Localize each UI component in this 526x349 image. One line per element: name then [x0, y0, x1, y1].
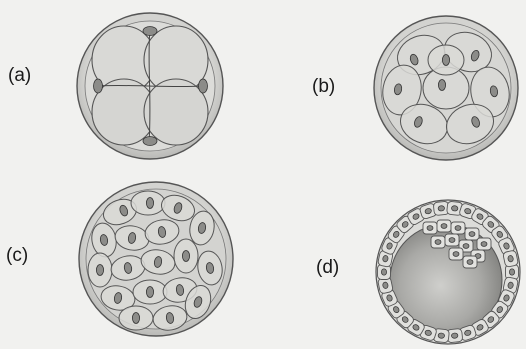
panel-c-morula — [79, 182, 233, 336]
panel-c-cell-2 — [131, 191, 165, 215]
panel-c-cell-9 — [88, 253, 112, 287]
panel-label-b: (b) — [312, 77, 335, 96]
panel-d-icm-cell — [451, 222, 465, 234]
panel-label-a: (a) — [8, 66, 31, 85]
panel-b-cell-8 — [428, 45, 464, 75]
panel-d-icm-cell — [423, 222, 437, 234]
panel-b-eight-cell-embryo — [374, 16, 518, 160]
panel-d-icm-cell — [445, 234, 459, 246]
panel-a-four-cell-embryo — [77, 13, 223, 159]
panel-a-nucleus-bottom — [143, 137, 157, 146]
panel-b-cell-8-nucleus — [442, 55, 449, 66]
panel-d-icm-cell — [449, 248, 463, 260]
panel-a-nucleus-top — [143, 27, 157, 36]
panel-label-d: (d) — [316, 258, 339, 277]
panel-c-cell-14-nucleus — [146, 287, 153, 298]
panel-d-icm-cell — [477, 238, 491, 250]
panel-d-blastocyst — [376, 200, 520, 344]
panel-d-icm-cell — [465, 228, 479, 240]
panel-a-nucleus-right — [199, 79, 208, 93]
panel-label-c: (c) — [6, 246, 28, 265]
panel-a-cell-bottom-right — [144, 79, 208, 145]
panel-a-nucleus-left — [94, 79, 103, 93]
panel-c-cell-16-nucleus — [132, 313, 139, 324]
panel-d-icm-cell — [463, 256, 477, 268]
panel-d-icm-cell — [437, 220, 451, 232]
panel-d-icm-cell — [431, 236, 445, 248]
panel-c-cell-8 — [174, 239, 198, 273]
panel-c-cell-14 — [133, 280, 167, 304]
panel-c-cell-2-nucleus — [146, 198, 153, 209]
panel-d-trophoblast-cell — [503, 250, 519, 267]
panel-c-cell-8-nucleus — [182, 251, 189, 262]
panel-c-cell-9-nucleus — [96, 265, 103, 276]
panel-b-cell-5-nucleus — [438, 80, 445, 91]
panel-c-cell-16 — [119, 306, 153, 330]
